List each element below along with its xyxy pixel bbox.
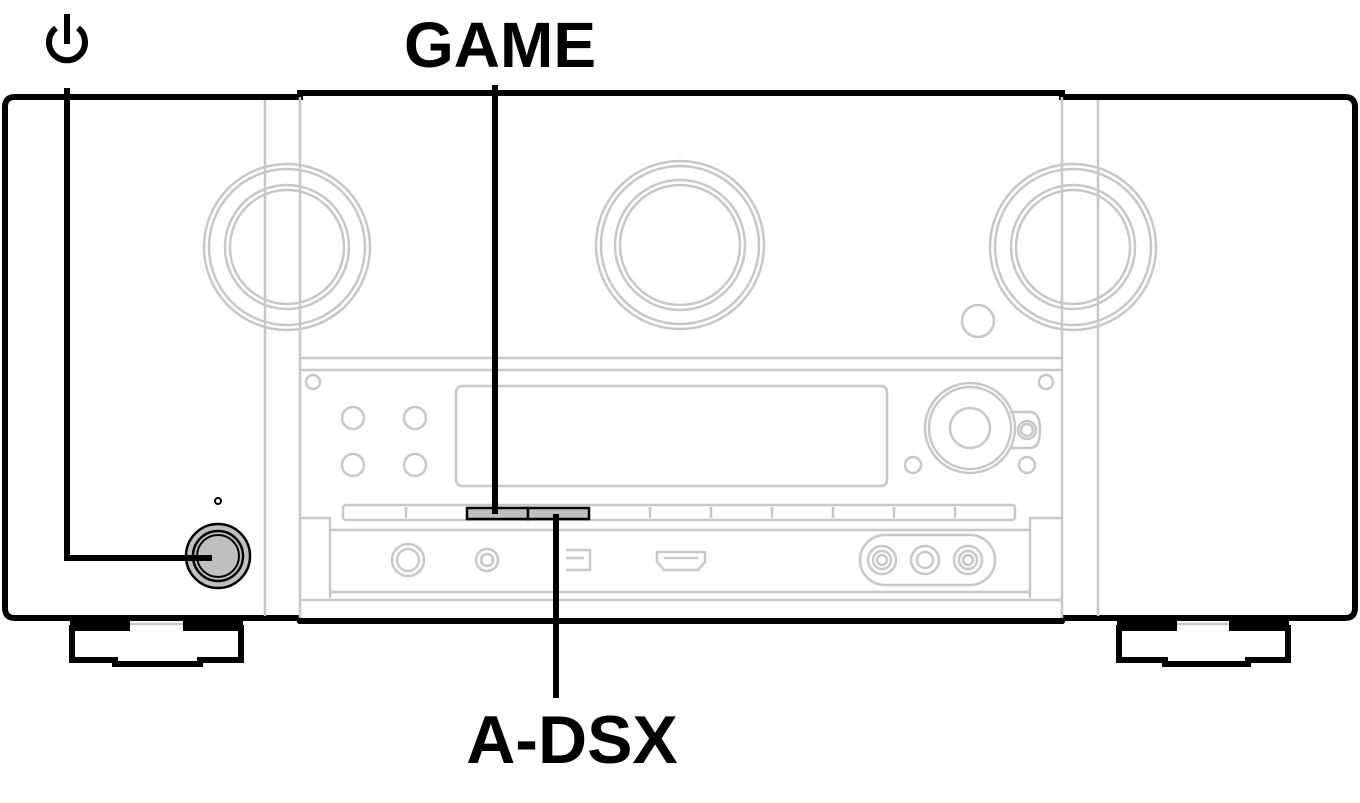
game-label: GAME	[404, 9, 596, 81]
a-dsx-label: A-DSX	[466, 702, 678, 778]
power-icon	[46, 14, 88, 64]
sensor-circle	[960, 303, 996, 339]
left-knob	[202, 162, 372, 332]
jog-dial	[923, 381, 1042, 475]
left-foot	[69, 617, 244, 667]
panel-details	[263, 97, 1100, 618]
display-window	[454, 384, 889, 488]
power-callout-line	[64, 88, 212, 561]
button-strip	[341, 503, 1017, 522]
chassis-outline	[2, 90, 1358, 624]
power-led	[214, 497, 222, 505]
center-knob	[594, 159, 766, 331]
right-knob	[988, 162, 1158, 332]
front-inputs	[390, 533, 997, 587]
small-buttons	[340, 405, 1037, 478]
right-foot	[1116, 617, 1291, 667]
